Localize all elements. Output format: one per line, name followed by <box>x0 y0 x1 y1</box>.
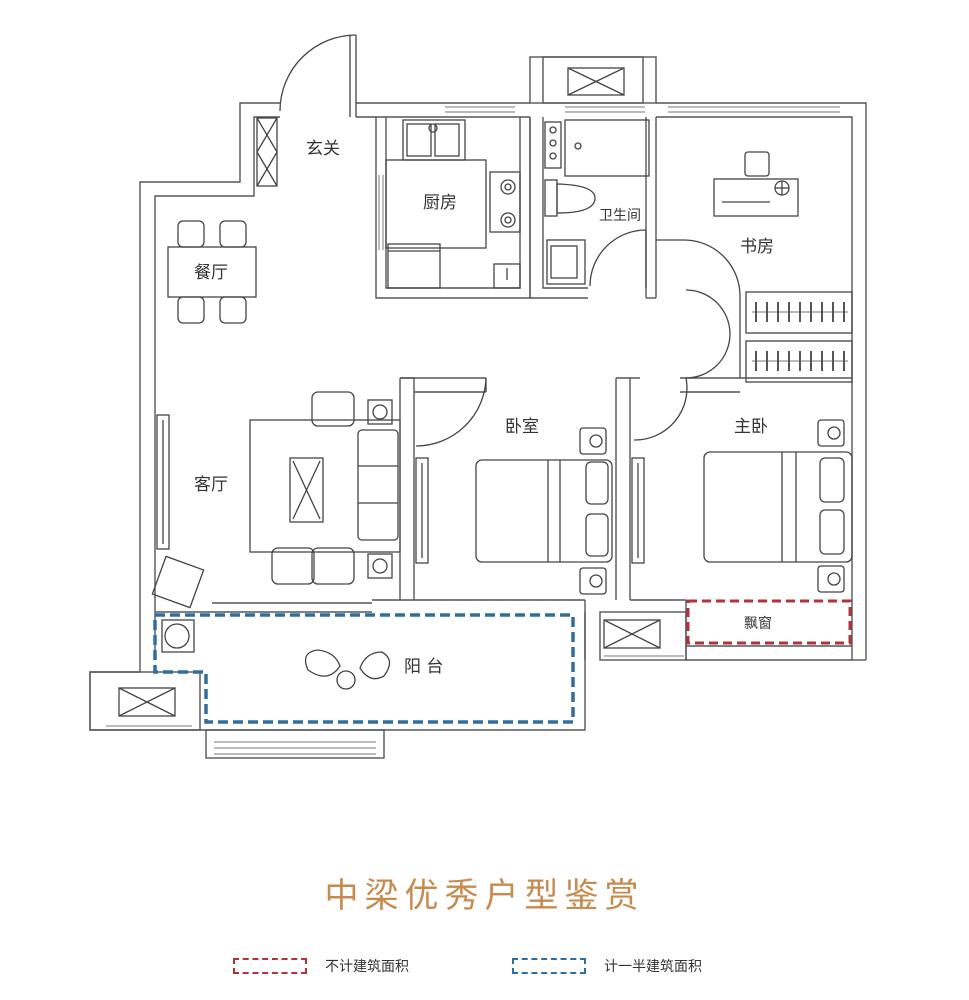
entry-door <box>279 34 357 117</box>
legend-label-excluded: 不计建筑面积 <box>325 959 409 975</box>
room-labels: 玄关 厨房 卫生间 书房 餐厅 客厅 卧室 主卧 飘窗 阳 台 <box>194 139 774 677</box>
bedroom-label: 卧室 <box>505 417 539 437</box>
bathroom <box>529 117 657 299</box>
legend-half: 计一半建筑面积 <box>512 955 702 977</box>
area-outlines <box>153 599 852 724</box>
entrance-window <box>256 117 278 187</box>
dining-table <box>167 220 257 324</box>
kitchen-walls <box>375 117 531 299</box>
page-title: 中梁优秀户型鉴赏 <box>324 876 645 916</box>
balcony-label: 阳 台 <box>404 657 443 677</box>
kitchen-label: 厨房 <box>423 193 457 213</box>
legend-excluded: 不计建筑面积 <box>233 955 409 977</box>
bedroom-doors <box>415 289 731 447</box>
balcony <box>89 611 687 759</box>
bay-window-label: 飘窗 <box>744 615 772 632</box>
dining-label: 餐厅 <box>194 263 228 283</box>
bathroom-label: 卫生间 <box>599 208 641 224</box>
exterior-walls <box>139 56 867 672</box>
study <box>656 151 853 383</box>
living-label: 客厅 <box>194 475 228 495</box>
master-bedroom-label: 主卧 <box>734 417 768 437</box>
wardrobe-hangers <box>755 302 845 371</box>
master-bedroom-furniture <box>631 419 853 593</box>
half-area-outline <box>153 613 575 724</box>
ac-unit-top <box>567 67 625 96</box>
windows-top <box>445 106 840 113</box>
bedroom-furniture <box>415 427 613 595</box>
legend-swatch-red <box>233 958 307 974</box>
living-room <box>151 391 401 609</box>
study-label: 书房 <box>740 237 774 257</box>
excluded-area-outline <box>686 599 852 645</box>
interior-walls <box>155 377 852 660</box>
entrance-label: 玄关 <box>306 139 340 159</box>
floor-plan: 玄关 厨房 卫生间 书房 餐厅 客厅 卧室 主卧 飘窗 阳 台 <box>89 34 867 759</box>
legend-label-half: 计一半建筑面积 <box>604 959 702 975</box>
legend-swatch-blue <box>512 958 586 974</box>
